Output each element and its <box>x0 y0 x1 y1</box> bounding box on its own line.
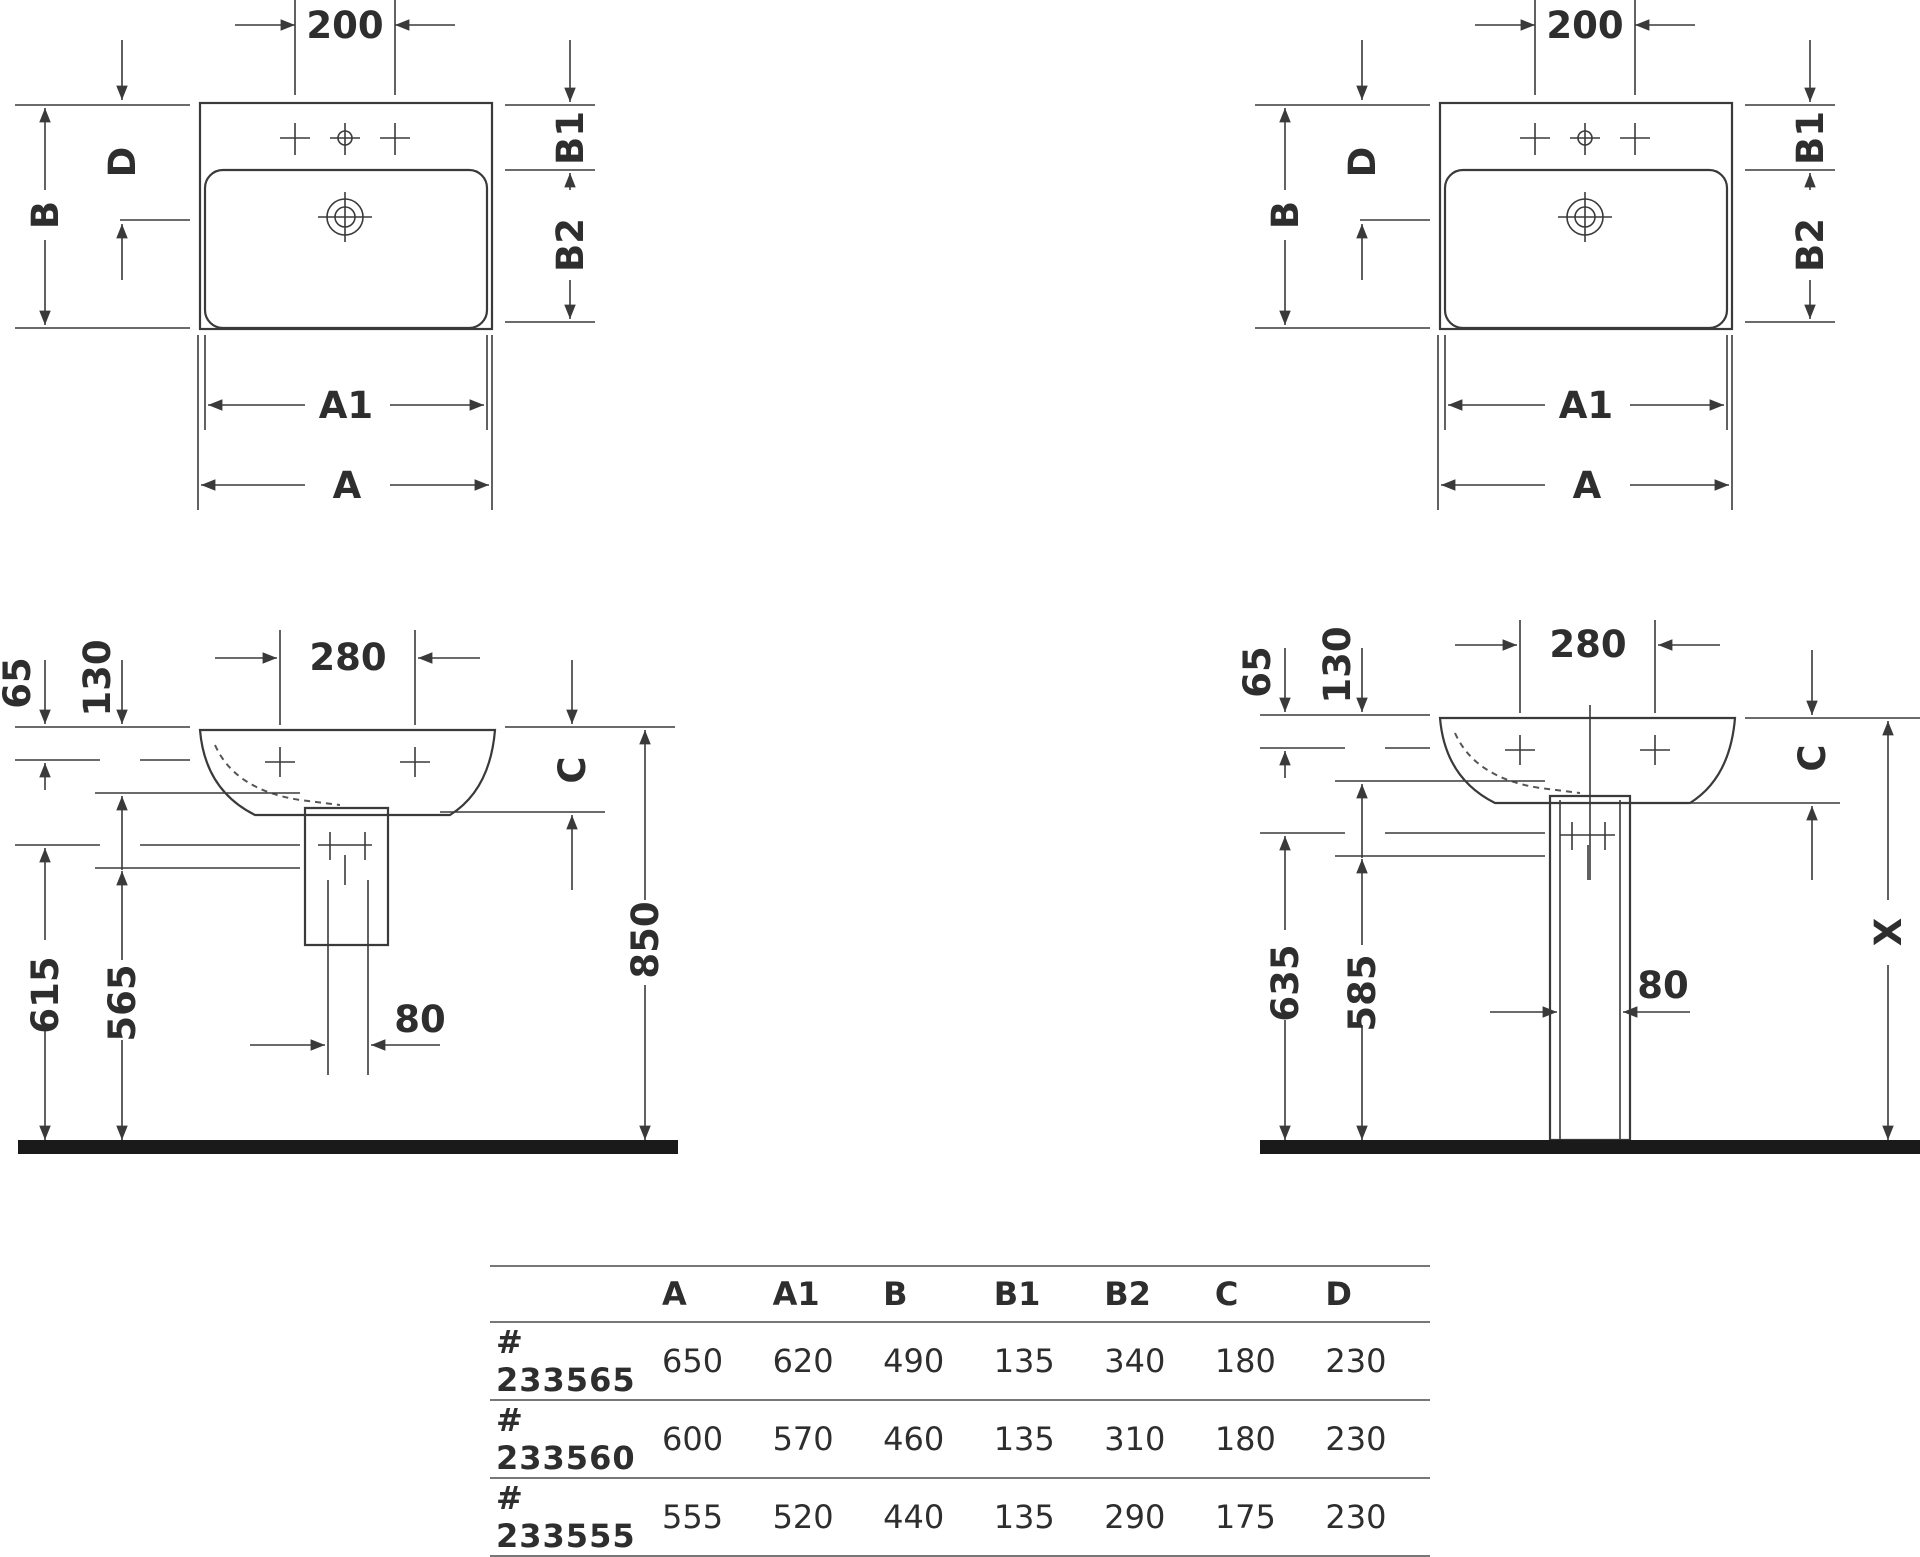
side-view-right: 280 65 130 C X 635 585 80 <box>1236 620 1920 1154</box>
model-number: # 233565 <box>490 1322 656 1401</box>
floor <box>1260 1140 1920 1154</box>
basin-profile <box>198 728 497 817</box>
table-row: # 233565 650 620 490 135 340 180 230 <box>490 1322 1430 1401</box>
table-header: C <box>1208 1265 1320 1323</box>
dim-B: B <box>24 201 67 229</box>
dim-B1: B1 <box>549 111 592 165</box>
table-cell: 520 <box>766 1478 878 1557</box>
table-header: B1 <box>987 1265 1099 1323</box>
dim-D: D <box>1341 147 1384 178</box>
table-cell: 175 <box>1208 1478 1320 1557</box>
table-header-row: A A1 B B1 B2 C D <box>490 1265 1430 1323</box>
table-row: # 233560 600 570 460 135 310 180 230 <box>490 1400 1430 1479</box>
model-number: # 233555 <box>490 1478 656 1557</box>
table-cell: 230 <box>1319 1400 1430 1479</box>
table-cell: 310 <box>1098 1400 1209 1479</box>
side-view-left: 280 65 130 C 850 615 565 80 <box>0 630 678 1154</box>
dim-80: 80 <box>394 998 446 1041</box>
table-cell: 135 <box>987 1400 1099 1479</box>
table-cell: 135 <box>987 1322 1099 1401</box>
table-row: # 233555 555 520 440 135 290 175 230 <box>490 1478 1430 1557</box>
table-header: A1 <box>766 1265 878 1323</box>
table-header <box>490 1265 656 1323</box>
technical-drawing: 200 B D B1 B2 A1 A <box>0 0 1920 1154</box>
dim-C: C <box>1791 744 1834 771</box>
table-header: D <box>1319 1265 1430 1323</box>
table-cell: 230 <box>1319 1322 1430 1401</box>
dim-B: B <box>1264 201 1307 229</box>
dim-585: 585 <box>1341 954 1384 1031</box>
dim-A: A <box>333 464 362 507</box>
dim-130: 130 <box>76 639 119 716</box>
top-view-left: 200 B D B1 B2 A1 A <box>15 0 595 510</box>
table-cell: 490 <box>877 1322 988 1401</box>
bowl-outline <box>203 168 489 330</box>
dim-80: 80 <box>1637 964 1689 1007</box>
table-cell: 440 <box>877 1478 988 1557</box>
tap-cross-icon <box>265 747 430 777</box>
table-header: B2 <box>1098 1265 1209 1323</box>
model-number: # 233560 <box>490 1400 656 1479</box>
dim-A: A <box>1573 464 1602 507</box>
dim-D: D <box>101 147 144 178</box>
tap-hole-icon <box>1520 123 1650 155</box>
dim-A1: A1 <box>1559 384 1613 427</box>
siphon-cover <box>303 806 390 947</box>
table-cell: 180 <box>1208 1400 1320 1479</box>
table-cell: 555 <box>656 1478 767 1557</box>
table-cell: 460 <box>877 1400 988 1479</box>
dim-hole-spacing: 200 <box>1546 4 1623 47</box>
floor <box>18 1140 678 1154</box>
dim-65: 65 <box>1236 646 1279 698</box>
tap-hole-icon <box>280 123 410 155</box>
table-cell: 290 <box>1098 1478 1209 1557</box>
siphon-icon <box>1560 822 1615 880</box>
dim-B1: B1 <box>1789 111 1832 165</box>
table-cell: 230 <box>1319 1478 1430 1557</box>
dim-635: 635 <box>1264 944 1307 1021</box>
dim-X: X <box>1867 918 1910 947</box>
dim-850: 850 <box>624 901 667 978</box>
table-cell: 650 <box>656 1322 767 1401</box>
dim-565: 565 <box>101 964 144 1041</box>
dim-615: 615 <box>24 956 67 1033</box>
dim-C: C <box>551 756 594 783</box>
basin-outline <box>198 101 494 331</box>
dimension-table: A A1 B B1 B2 C D # 233565 650 620 490 13… <box>490 1265 1430 1557</box>
dim-A1: A1 <box>319 384 373 427</box>
table-cell: 135 <box>987 1478 1099 1557</box>
dim-65: 65 <box>0 657 39 709</box>
top-view-right: 200 B D B1 B2 A1 A <box>1255 0 1835 510</box>
table-cell: 620 <box>766 1322 878 1401</box>
dim-280: 280 <box>309 636 386 679</box>
table-cell: 600 <box>656 1400 767 1479</box>
basin-profile <box>1438 716 1737 805</box>
dim-130: 130 <box>1316 626 1359 703</box>
table-cell: 340 <box>1098 1322 1209 1401</box>
table-header: A <box>656 1265 767 1323</box>
table-cell: 570 <box>766 1400 878 1479</box>
dim-hole-spacing: 200 <box>306 4 383 47</box>
drain-icon <box>1558 192 1612 242</box>
dim-280: 280 <box>1549 623 1626 666</box>
dim-B2: B2 <box>1789 218 1832 272</box>
table-header: B <box>877 1265 988 1323</box>
table-cell: 180 <box>1208 1322 1320 1401</box>
dim-B2: B2 <box>549 218 592 272</box>
siphon-icon <box>318 832 372 885</box>
drain-icon <box>318 192 372 242</box>
tap-cross-icon <box>1505 735 1670 765</box>
